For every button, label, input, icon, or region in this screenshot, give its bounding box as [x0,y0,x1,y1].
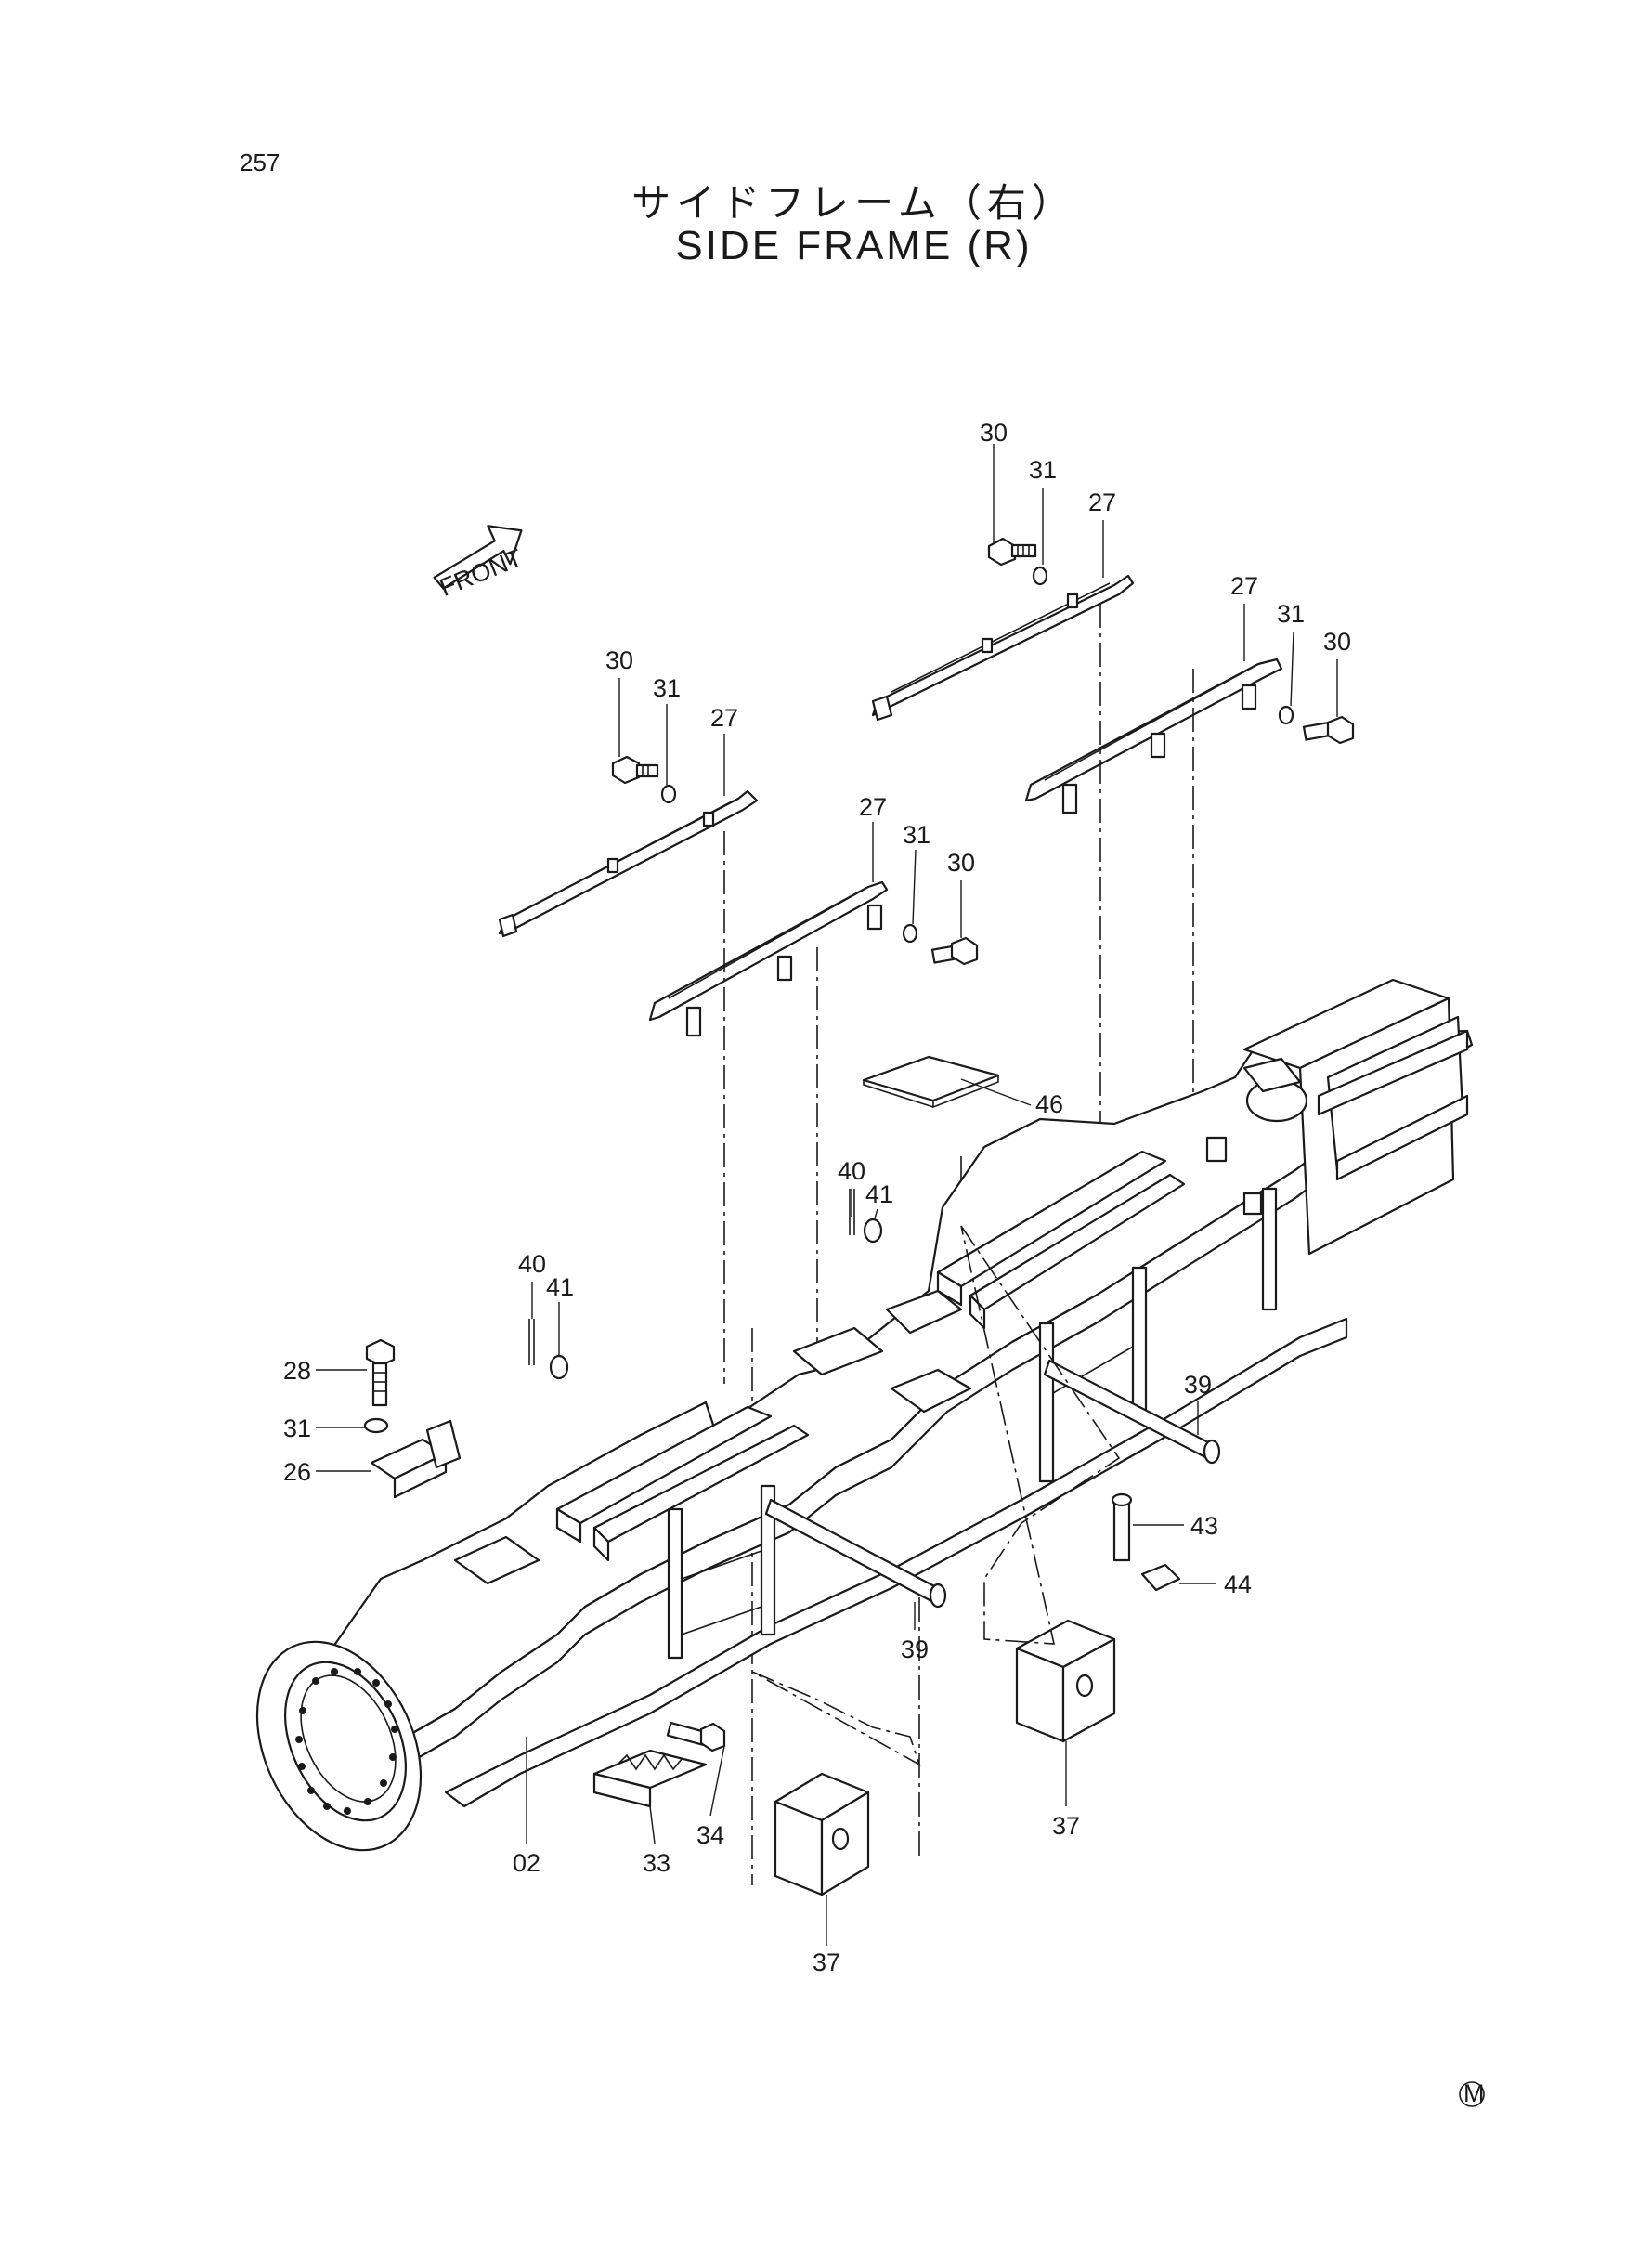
callout-34: 34 [696,1821,724,1849]
callout-leader-lines [316,444,1338,1946]
callout-39-upper: 39 [1184,1371,1212,1399]
callout-37-lower: 37 [813,1948,840,1976]
bolt-28 [365,1338,396,1407]
frame-openings [453,1057,1302,1585]
washer-31-right [1278,705,1294,725]
callout-39-lower: 39 [901,1635,929,1663]
ring-bolt-holes [295,1668,398,1815]
bolt-30-right [1302,715,1355,745]
bolt-30-top [987,537,1037,567]
manufacturer-mark-letter: M [1463,2079,1485,2107]
weight-block-37-upper [1015,1619,1116,1743]
rail-27-front-right [1024,658,1283,814]
washer-31-top [1032,566,1048,586]
washer-41-left [549,1354,569,1380]
callout-31-top: 31 [1029,456,1057,484]
callout-41-left: 41 [546,1273,574,1301]
washer-31-left [660,784,677,804]
track-guard-33 [592,1749,708,1808]
page-title-japanese: サイドフレーム（右） [631,180,1076,226]
bracket-outline-right [960,1225,1121,1645]
callout-27-right: 27 [1230,572,1258,600]
bolt-30-left [611,755,659,785]
callout-43: 43 [1190,1512,1218,1540]
callout-26: 26 [283,1458,311,1486]
callout-40-right: 40 [838,1157,865,1185]
callout-33: 33 [643,1849,670,1877]
manufacturer-mark: M [1459,2079,1485,2107]
callout-31-lower: 31 [283,1414,311,1442]
upper-roller-guard-rails [498,537,1355,1037]
callout-46: 46 [1035,1090,1063,1118]
slide-pad-26 [370,1419,462,1499]
callout-30-left: 30 [605,646,633,674]
bolt-34 [666,1721,726,1752]
callout-28: 28 [283,1357,311,1385]
split-pin-40-right [849,1189,855,1235]
callout-labels: 30 31 27 27 31 30 30 31 27 27 31 30 46 4… [283,419,1351,1976]
bracket-outline-left [751,1671,921,1766]
frame-rail-front [936,1150,1186,1330]
callout-30-top: 30 [980,419,1008,447]
callout-27-top: 27 [1088,489,1116,516]
callout-31-left: 31 [653,674,681,702]
callout-27-mid: 27 [859,793,887,821]
lock-plate-44 [1140,1563,1181,1592]
frame-rail-rear [555,1405,810,1562]
callout-31-mid: 31 [903,821,930,849]
sprocket-end-box [1205,978,1469,1256]
washer-31-bolt-28 [363,1417,389,1434]
pin-39-lower [764,1498,947,1609]
weight-block-37-lower [774,1772,870,1896]
pin-39-upper [1043,1359,1221,1465]
callout-40-left: 40 [518,1250,546,1278]
callout-27-left: 27 [710,704,738,732]
rail-27-back-left [498,789,759,938]
washer-41-right [863,1218,883,1244]
callout-31-right: 31 [1277,600,1305,628]
front-direction-arrow: FRONT [433,525,527,602]
frame-uprights [667,1187,1278,1660]
bolt-30-mid [930,936,979,966]
split-pin-40-left [528,1319,535,1365]
callout-30-right: 30 [1323,628,1351,656]
callout-44: 44 [1224,1570,1252,1598]
callout-02: 02 [513,1849,540,1877]
rail-27-front-left [648,880,889,1037]
page-number: 257 [240,149,280,176]
callout-37-upper: 37 [1052,1812,1080,1840]
page-title-english: SIDE FRAME (R) [675,223,1033,268]
idler-mount-ring [255,1640,423,1852]
callout-30-mid: 30 [947,849,975,877]
rail-27-back-right [871,574,1135,722]
lock-pin-43 [1111,1492,1133,1562]
side-frame-body-02 [255,978,1474,1896]
callout-41-right: 41 [865,1180,893,1208]
washer-31-mid [902,923,918,944]
cover-plate-46 [862,1055,1000,1109]
